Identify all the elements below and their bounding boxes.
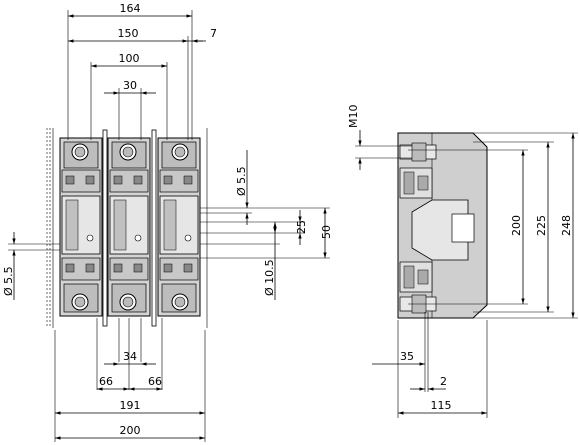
dim-label-34: 34 <box>123 350 137 363</box>
dim-label-115: 115 <box>431 399 452 412</box>
dim-label-66-right: 66 <box>148 375 162 388</box>
phase-barrier <box>151 129 157 327</box>
pole-2 <box>107 137 151 317</box>
dim-label-50: 50 <box>320 225 333 239</box>
dim-label-2: 2 <box>440 375 447 388</box>
pole-1 <box>59 137 103 317</box>
dim-label-225: 225 <box>535 215 548 236</box>
dim-label-d5-5-left: Ø 5.5 <box>2 266 15 296</box>
dim-label-m10: M10 <box>347 105 360 129</box>
dim-label-66-left: 66 <box>99 375 113 388</box>
dim-label-100: 100 <box>119 52 140 65</box>
phase-barrier <box>102 129 108 327</box>
dim-label-30: 30 <box>123 79 137 92</box>
dim-label-d10-5: Ø 10.5 <box>263 259 276 296</box>
dim-label-164: 164 <box>120 2 141 15</box>
dim-label-7: 7 <box>210 27 217 40</box>
dim-label-200-height: 200 <box>510 215 523 236</box>
dim-label-150: 150 <box>118 27 139 40</box>
dim-label-d5-5-right: Ø 5.5 <box>235 166 248 196</box>
dim-label-200: 200 <box>120 424 141 437</box>
side-view: M10 200 225 248 35 2 115 <box>347 105 578 418</box>
front-view: 164 150 7 100 30 34 66 66 191 200 <box>2 2 333 442</box>
pole-3 <box>157 137 201 317</box>
dim-label-191: 191 <box>120 399 141 412</box>
dim-label-248: 248 <box>560 215 573 236</box>
dim-label-25: 25 <box>295 220 308 234</box>
dim-label-35: 35 <box>400 350 414 363</box>
